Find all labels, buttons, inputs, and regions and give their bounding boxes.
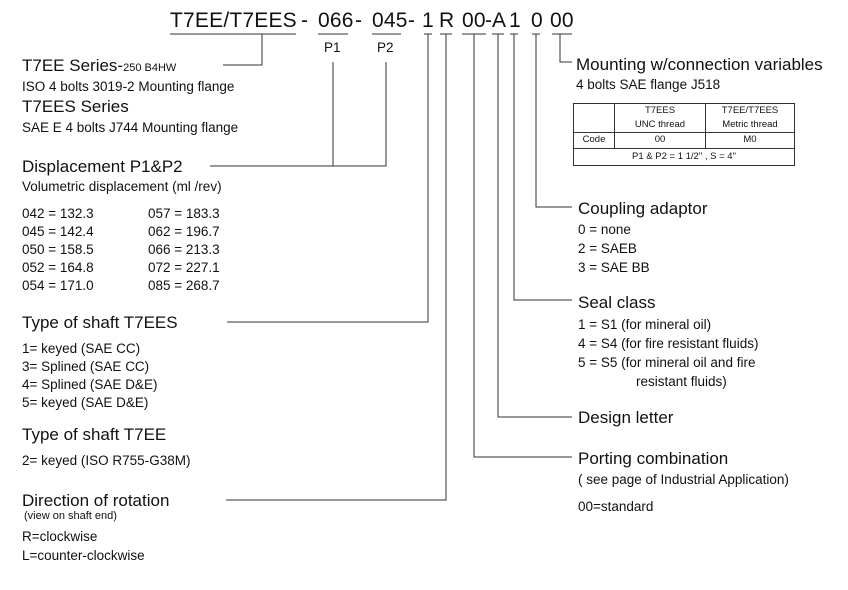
displacement-left-2: 050 = 158.5 <box>22 242 94 257</box>
rotation-connector <box>226 34 447 501</box>
displacement-left-4: 054 = 171.0 <box>22 278 94 293</box>
table-header-t7ee-t7ees: T7EE/T7EES <box>705 103 795 118</box>
coupling-connector <box>535 34 572 208</box>
p1-label: P1 <box>324 40 341 55</box>
porting-title: Porting combination <box>578 449 729 468</box>
design-connector <box>497 34 572 418</box>
seal-connector <box>513 34 572 301</box>
rotation-note: (view on shaft end) <box>24 510 117 522</box>
table-cell-empty <box>573 103 615 133</box>
displacement-subtitle: Volumetric displacement (ml /rev) <box>22 179 222 194</box>
seal-title: Seal class <box>578 293 656 312</box>
porting-connector <box>473 34 572 458</box>
code-p2: 045 <box>372 9 408 32</box>
shaft-t7ee-item-0: 2= keyed (ISO R755-G38M) <box>22 453 191 468</box>
rotation-item-0: R=clockwise <box>22 529 98 544</box>
p2-label: P2 <box>377 40 394 55</box>
code-rotation: R <box>439 9 455 32</box>
displacement-right-1: 062 = 196.7 <box>148 224 220 239</box>
code-coupling: 0 <box>531 9 543 32</box>
rotation-title: Direction of rotation <box>22 491 170 510</box>
t7ees-series-title: T7EES Series <box>22 97 129 116</box>
table-row-label: Code <box>573 132 615 149</box>
t7ee-series-title: T7EE Series-250 B4HW <box>22 56 177 75</box>
t7ees-series-desc: SAE E 4 bolts J744 Mounting flange <box>22 120 239 135</box>
code-p1: 066 <box>318 9 354 32</box>
table-row: P1 & P2 = 1 1/2" , S = 4" <box>573 148 795 166</box>
shaft-t7ees-item-3: 5= keyed (SAE D&E) <box>22 395 149 410</box>
displacement-title: Displacement P1&P2 <box>22 157 183 176</box>
seal-item-2: 5 = S5 (for mineral oil and fire <box>578 355 756 370</box>
code-seal: 1 <box>509 9 521 32</box>
table-header-t7ees: T7EES <box>614 103 706 118</box>
shaft-t7ees-item-2: 4= Splined (SAE D&E) <box>22 377 158 392</box>
table-row: Code 00 M0 <box>573 132 795 149</box>
code-sep-3: - <box>408 9 416 32</box>
seal-item-0: 1 = S1 (for mineral oil) <box>578 317 712 332</box>
coupling-item-2: 3 = SAE BB <box>578 260 650 275</box>
seal-item-1: 4 = S4 (for fire resistant fluids) <box>578 336 759 351</box>
seal-item-2-cont: resistant fluids) <box>636 374 727 389</box>
displacement-right-2: 066 = 213.3 <box>148 242 220 257</box>
code-sep-2: - <box>355 9 363 32</box>
table-cell-metric-code: M0 <box>705 132 795 149</box>
coupling-title: Coupling adaptor <box>578 199 708 218</box>
displacement-left-0: 042 = 132.3 <box>22 206 94 221</box>
displacement-right-4: 085 = 268.7 <box>148 278 220 293</box>
porting-item: 00=standard <box>578 499 654 514</box>
table-footer: P1 & P2 = 1 1/2" , S = 4" <box>573 148 795 166</box>
mounting-connector <box>559 34 572 63</box>
table-row: T7EES T7EE/T7EES <box>573 103 795 133</box>
code-shaft: 1 <box>422 9 434 32</box>
mounting-subtitle: 4 bolts SAE flange J518 <box>576 77 721 92</box>
code-prefix: T7EE/T7EES <box>170 9 297 32</box>
design-title: Design letter <box>578 408 674 427</box>
displacement-right-0: 057 = 183.3 <box>148 206 220 221</box>
shaft-t7ee-title: Type of shaft T7EE <box>22 425 167 444</box>
code-sep-1: - <box>301 9 309 32</box>
code-sep-4: - <box>485 9 493 32</box>
shaft-connector <box>227 34 429 323</box>
code-porting: 00 <box>462 9 486 32</box>
displacement-left-1: 045 = 142.4 <box>22 224 94 239</box>
table-row: UNC thread Metric thread <box>574 118 795 133</box>
code-mounting: 00 <box>550 9 574 32</box>
coupling-item-0: 0 = none <box>578 222 631 237</box>
t7ee-series-desc: ISO 4 bolts 3019-2 Mounting flange <box>22 79 235 94</box>
mounting-table: T7EES T7EE/T7EES UNC thread Metric threa… <box>573 103 795 166</box>
table-header-unc: UNC thread <box>614 118 706 133</box>
displacement-left-3: 052 = 164.8 <box>22 260 94 275</box>
shaft-t7ees-item-0: 1= keyed (SAE CC) <box>22 341 141 356</box>
mounting-title: Mounting w/connection variables <box>576 55 823 74</box>
shaft-t7ees-title: Type of shaft T7EES <box>22 313 178 332</box>
rotation-item-1: L=counter-clockwise <box>22 548 145 563</box>
table-cell-unc-code: 00 <box>614 132 706 149</box>
series-connector <box>223 34 263 66</box>
coupling-item-1: 2 = SAEB <box>578 241 637 256</box>
code-design: A <box>492 9 507 32</box>
p2-connector <box>210 62 387 167</box>
table-header-metric: Metric thread <box>705 118 795 133</box>
porting-note: ( see page of Industrial Application) <box>578 472 789 487</box>
shaft-t7ees-item-1: 3= Splined (SAE CC) <box>22 359 150 374</box>
displacement-right-3: 072 = 227.1 <box>148 260 220 275</box>
